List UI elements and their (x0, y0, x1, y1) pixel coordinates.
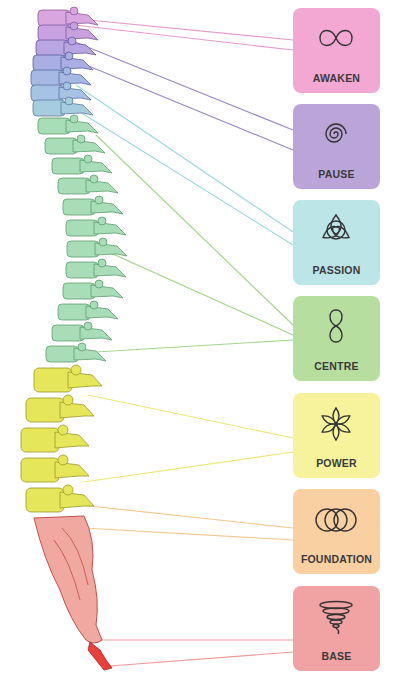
chakra-box: PASSION (293, 200, 380, 285)
box-label: PASSION (313, 264, 361, 276)
chakra-box: POWER (293, 393, 380, 478)
chakra-box: PAUSE (293, 104, 380, 189)
flower-symbol (321, 408, 352, 440)
triquetra-symbol (321, 215, 352, 242)
infinity-symbol (320, 31, 352, 46)
chakra-box: AWAKEN (293, 8, 380, 93)
sacrum (34, 516, 102, 643)
spiral-symbol (326, 124, 346, 142)
box-label: BASE (322, 650, 352, 662)
chakra-box: FOUNDATION (293, 489, 380, 574)
chakra-box: BASE (293, 586, 380, 671)
box-label: FOUNDATION (301, 553, 372, 565)
rings-symbol (316, 509, 356, 531)
vortex-symbol (320, 602, 352, 635)
box-label: POWER (316, 457, 357, 469)
coccyx (88, 642, 112, 670)
box-label: AWAKEN (313, 72, 360, 84)
box-label: CENTRE (314, 360, 358, 372)
chakra-box: CENTRE (293, 296, 380, 381)
figure-eight-symbol (330, 310, 342, 342)
leader-lines (66, 18, 293, 666)
box-label: PAUSE (318, 168, 354, 180)
